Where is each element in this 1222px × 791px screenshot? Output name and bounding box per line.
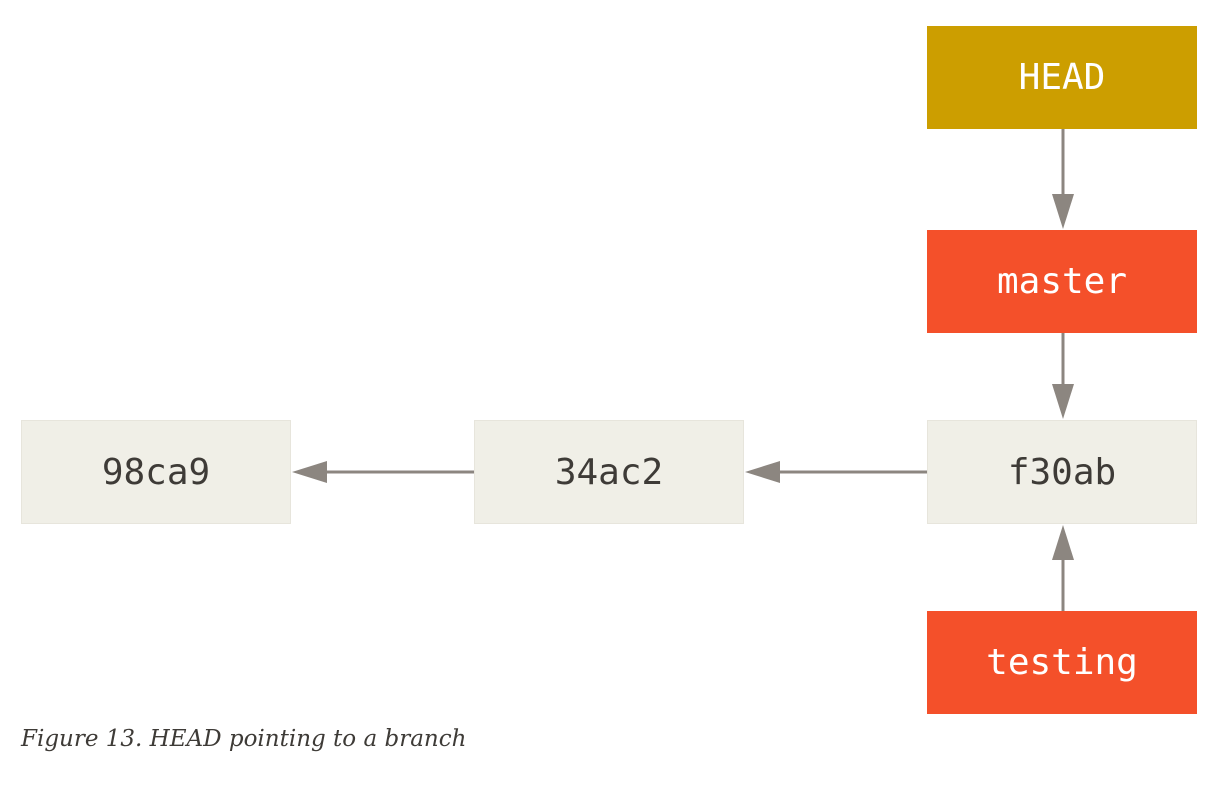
arrowhead-head-to-master bbox=[1052, 194, 1074, 229]
commit-f30ab-label: f30ab bbox=[1007, 451, 1117, 493]
commit-34ac2-node: 34ac2 bbox=[474, 420, 744, 524]
arrowhead-f30ab-to-34ac2 bbox=[745, 461, 780, 483]
branch-testing-label: testing bbox=[986, 642, 1138, 683]
arrowhead-34ac2-to-98ca9 bbox=[292, 461, 327, 483]
commit-f30ab-node: f30ab bbox=[927, 420, 1197, 524]
commit-98ca9-node: 98ca9 bbox=[21, 420, 291, 524]
head-label: HEAD bbox=[1018, 57, 1106, 98]
arrowhead-testing-to-f30ab bbox=[1052, 525, 1074, 560]
branch-testing-node: testing bbox=[927, 611, 1197, 714]
head-pointer-node: HEAD bbox=[927, 26, 1197, 129]
branch-master-label: master bbox=[996, 261, 1128, 302]
commit-98ca9-label: 98ca9 bbox=[101, 451, 211, 493]
commit-34ac2-label: 34ac2 bbox=[554, 451, 664, 493]
figure-caption: Figure 13. HEAD pointing to a branch bbox=[21, 726, 467, 752]
branch-master-node: master bbox=[927, 230, 1197, 333]
arrowhead-master-to-f30ab bbox=[1052, 384, 1074, 419]
